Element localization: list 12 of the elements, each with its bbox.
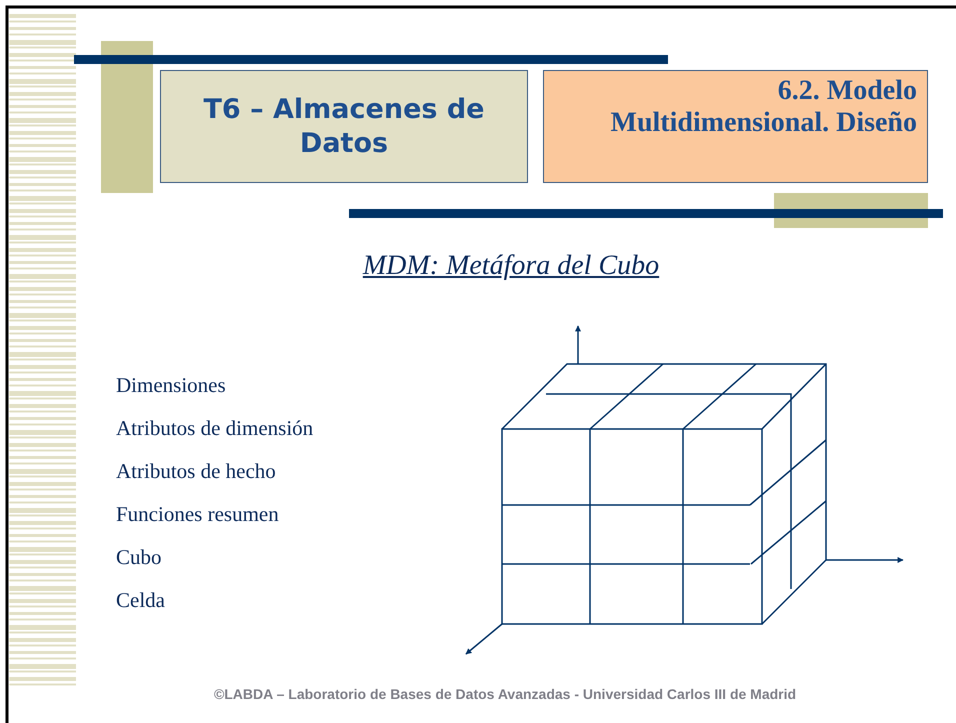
footer-text: ©LABDA – Laboratorio de Bases de Datos Avanzadas - Universidad Carlos III de Madrid	[212, 686, 798, 702]
title-text: 6.2. Modelo Multidimensional. Diseño	[610, 75, 917, 140]
slide-subtitle: MDM: Metáfora del Cubo	[362, 250, 660, 282]
list-item: Celda	[116, 588, 165, 613]
list-item: Cubo	[116, 545, 162, 570]
list-item: Dimensiones	[116, 373, 226, 398]
list-item: Atributos de hecho	[116, 459, 276, 484]
title-box	[160, 70, 528, 183]
title-text: T6 – Almacenes de Datos	[202, 92, 486, 160]
list-item: Atributos de dimensión	[116, 416, 314, 441]
title-box	[543, 70, 928, 183]
list-item: Funciones resumen	[116, 502, 279, 527]
